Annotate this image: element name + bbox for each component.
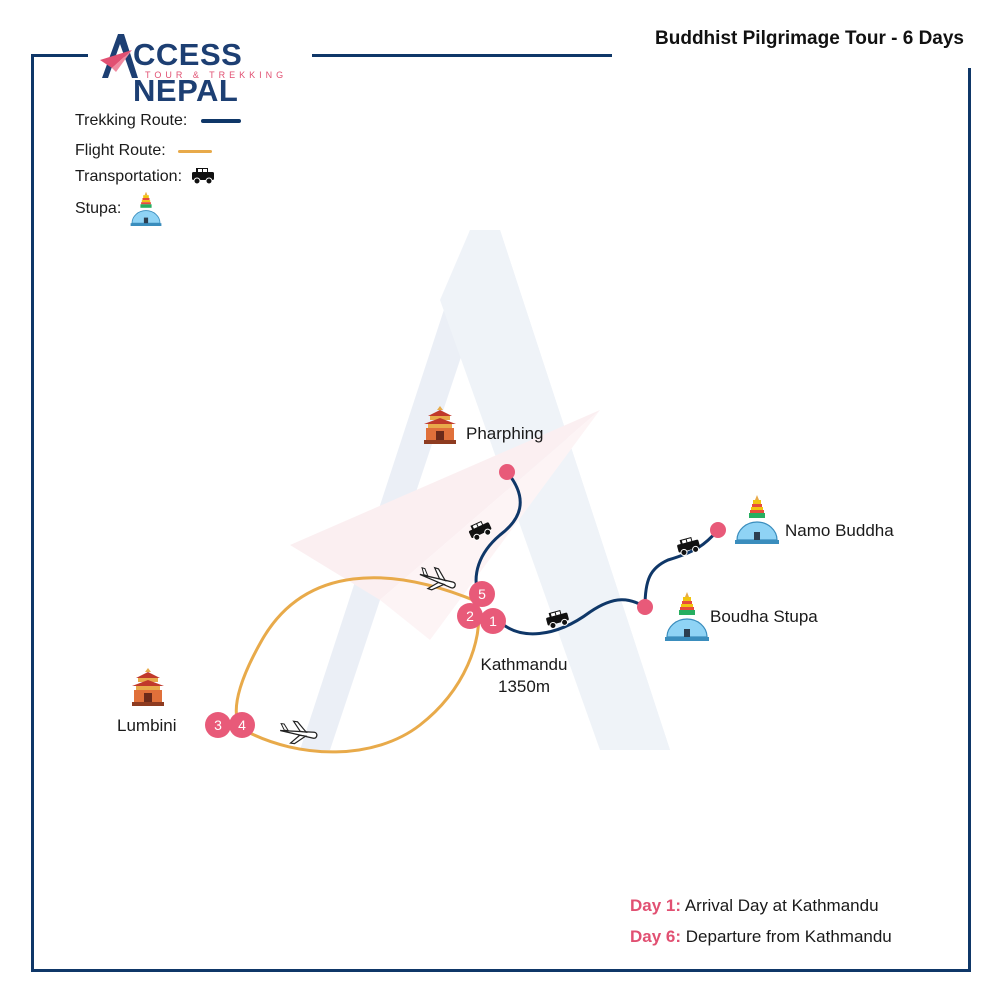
svg-text:3: 3 [214,717,222,733]
temple-icon [132,668,164,706]
legend-stupa: Stupa: [75,192,163,226]
stupa-icon [130,192,162,226]
trekking-route-namo-buddha [643,529,720,608]
note-day-label: Day 6: [630,927,682,946]
namo-buddha-marker [710,522,726,538]
map-frame [31,54,971,972]
svg-text:2: 2 [466,608,474,624]
pharphing-marker [499,464,515,480]
jeep-icon [192,168,215,185]
svg-text:4: 4 [238,717,246,733]
brand-name: CCESS NEPAL [133,37,243,108]
place-label-lumbini: Lumbini [117,716,177,735]
stupa-icon [735,495,779,544]
stop-marker-5: 5 [469,581,495,607]
jeep-icon [468,520,492,541]
jeep-icon [677,537,700,556]
stop-marker-3: 3 [205,712,231,738]
stop-marker-4: 4 [229,712,255,738]
place-label-kathmandu: Kathmandu 1350m [464,655,584,697]
temple-icon [424,406,456,444]
legend-flight: Flight Route: [75,142,212,160]
svg-text:1: 1 [489,613,497,629]
boudha-marker [637,599,653,615]
note-text: Departure from Kathmandu [685,927,892,946]
legend-stupa-label: Stupa: [75,200,122,217]
airplane-icon [280,720,318,745]
note-day-1: Day 1: Arrival Day at Kathmandu [630,896,892,927]
airplane-icon [419,566,456,591]
trekking-route-pharphing [474,471,522,601]
legend-transport-label: Transportation: [75,168,183,185]
stop-marker-1: 1 [480,608,506,634]
legend-flight-label: Flight Route: [75,142,166,159]
brand-tagline: TOUR & TREKKING [145,70,288,80]
trekking-route-boudha [498,598,646,636]
flight-route-outbound [234,576,479,723]
logo-mark-icon [100,34,138,78]
jeep-icon [546,610,569,629]
legend-trekking: Trekking Route: [75,112,242,130]
watermark-logo [290,230,670,750]
note-day-label: Day 1: [630,896,682,915]
place-label-boudha-stupa: Boudha Stupa [710,607,818,626]
stop-marker-2: 2 [457,603,483,629]
note-day-6: Day 6: Departure from Kathmandu [630,927,892,958]
page-title: Buddhist Pilgrimage Tour - 6 Days [647,28,964,50]
legend-trekking-label: Trekking Route: [75,112,188,129]
itinerary-notes: Day 1: Arrival Day at Kathmandu Day 6: D… [630,896,892,958]
kathmandu-name: Kathmandu [480,655,568,674]
stupa-icon [665,592,709,641]
flight-line-swatch [177,149,212,153]
kathmandu-altitude: 1350m [498,677,550,696]
legend-transport: Transportation: [75,168,216,186]
svg-text:5: 5 [478,586,486,602]
trekking-line-swatch [201,119,242,123]
brand-logo: CCESS NEPAL TOUR & TREKKING [98,30,308,108]
flight-route-return [243,604,481,754]
note-text: Arrival Day at Kathmandu [684,896,879,915]
place-label-namo-buddha: Namo Buddha [785,521,894,540]
place-label-pharphing: Pharphing [466,424,544,443]
